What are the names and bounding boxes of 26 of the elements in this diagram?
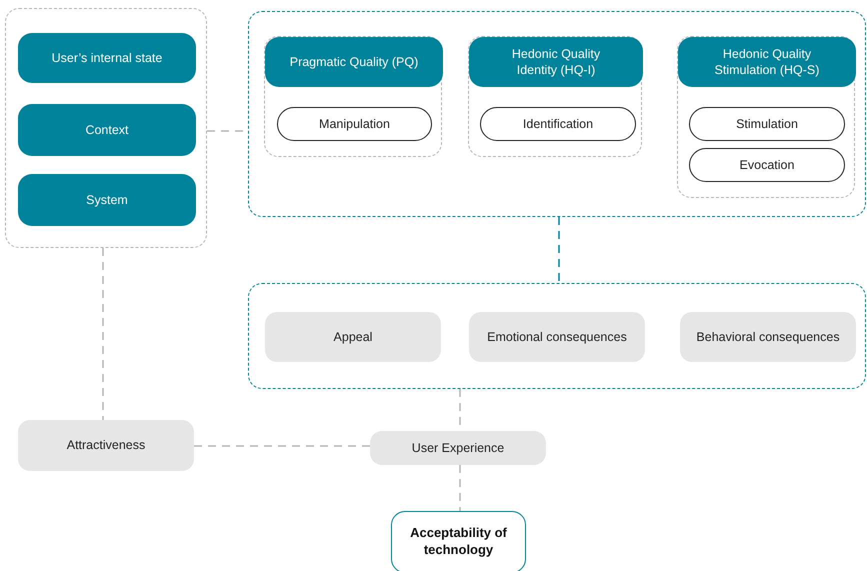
group-frame xyxy=(248,283,866,389)
header-box: Hedonic Quality Identity (HQ-I) xyxy=(469,37,643,87)
process-box: User’s internal state xyxy=(18,33,196,83)
connector-line xyxy=(102,248,104,420)
outcome-box: Appeal xyxy=(265,312,441,362)
process-box: Context xyxy=(18,104,196,156)
connector-line xyxy=(459,465,461,511)
header-box: Pragmatic Quality (PQ) xyxy=(265,37,443,87)
group-frame xyxy=(264,36,442,157)
item-pill: Identification xyxy=(480,107,636,141)
item-pill: Manipulation xyxy=(277,107,432,141)
connector-line xyxy=(558,217,560,283)
outcome-box: Emotional consequences xyxy=(469,312,645,362)
item-pill: Evocation xyxy=(689,148,845,182)
item-pill: Stimulation xyxy=(689,107,845,141)
result-box: Acceptability of technology xyxy=(391,511,526,571)
process-box: System xyxy=(18,174,196,226)
group-frame xyxy=(248,11,866,217)
header-box: Hedonic Quality Stimulation (HQ-S) xyxy=(678,37,856,87)
process-box: Attractiveness xyxy=(18,420,194,471)
group-frame xyxy=(677,36,855,198)
group-frame xyxy=(468,36,642,157)
connector-line xyxy=(194,445,370,447)
process-box: User Experience xyxy=(370,431,546,465)
group-frame xyxy=(5,8,207,248)
outcome-box: Behavioral consequences xyxy=(680,312,856,362)
